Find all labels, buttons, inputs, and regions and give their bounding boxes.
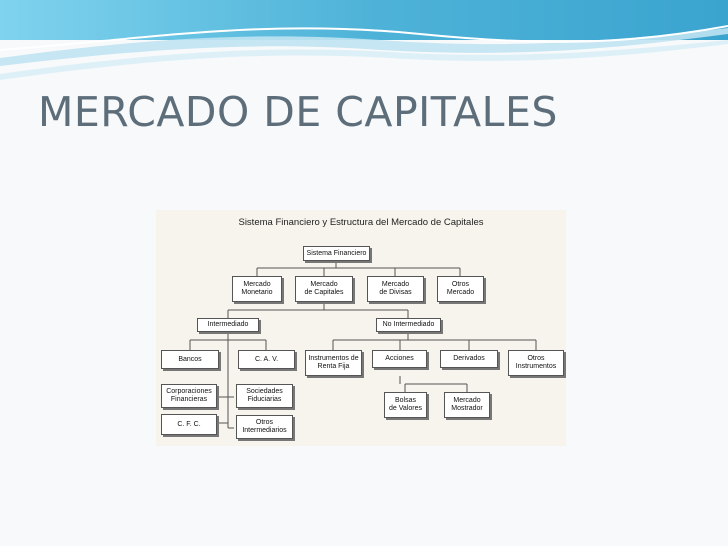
node-otros-intermediarios: Otros Intermediarios (236, 415, 293, 439)
financial-system-diagram: Sistema Financiero y Estructura del Merc… (156, 210, 566, 446)
node-cfc: C. F. C. (161, 414, 217, 435)
decorative-wave-header (0, 0, 728, 80)
node-derivados: Derivados (440, 350, 498, 368)
node-bancos: Bancos (161, 350, 219, 369)
node-otros-instrumentos: Otros Instrumentos (508, 350, 564, 376)
node-instrumentos-renta-fija: Instrumentos de Renta Fija (305, 350, 362, 376)
connector-lines (189, 261, 537, 429)
node-otros-mercado: Otros Mercado (437, 276, 484, 302)
node-bolsas-valores: Bolsas de Valores (384, 392, 427, 418)
slide-title: MERCADO DE CAPITALES (38, 88, 558, 136)
node-mercado-monetario: Mercado Monetario (232, 276, 282, 302)
node-intermediado: Intermediado (197, 318, 259, 332)
node-sociedades-fiduciarias: Sociedades Fiduciarias (236, 384, 293, 408)
node-sistema-financiero: Sistema Financiero (303, 246, 370, 261)
node-mercado-divisas: Mercado de Divisas (367, 276, 424, 302)
node-mercado-mostrador: Mercado Mostrador (444, 392, 490, 418)
node-acciones: Acciones (372, 350, 427, 368)
node-corporaciones-financieras: Corporaciones Financieras (161, 384, 217, 408)
node-cav: C. A. V. (238, 350, 295, 369)
diagram-title: Sistema Financiero y Estructura del Merc… (238, 217, 484, 228)
node-mercado-capitales: Mercado de Capitales (295, 276, 353, 302)
node-no-intermediado: No Intermediado (376, 318, 441, 332)
